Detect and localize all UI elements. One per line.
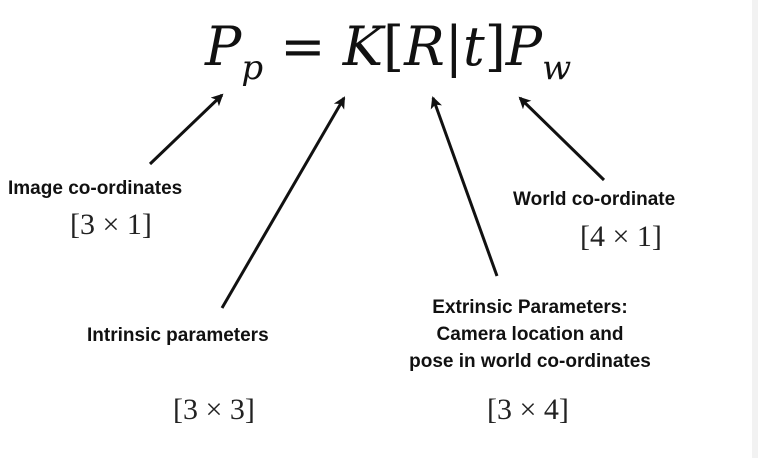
world-coordinate-dim: [4 × 1] xyxy=(580,220,662,253)
eq-rhs-subscript: w xyxy=(542,48,572,88)
extrinsic-line-1: Extrinsic Parameters: xyxy=(432,297,628,318)
extrinsic-parameters-label: Extrinsic Parameters: Camera location an… xyxy=(360,294,700,375)
eq-intrinsic-matrix: K xyxy=(342,15,384,78)
image-coordinates-label: Image co-ordinates xyxy=(8,178,183,199)
world-coordinate-label: World co-ordinate xyxy=(513,189,676,210)
projection-equation: Pp = K[R|t]Pw xyxy=(205,20,572,88)
eq-lhs-subscript: p xyxy=(241,48,264,88)
eq-right-bracket: ] xyxy=(484,15,506,78)
arrow-image-coordinates xyxy=(148,93,224,166)
eq-separator: | xyxy=(444,15,463,78)
arrow-intrinsic-parameters xyxy=(220,96,346,309)
arrow-world-coordinate xyxy=(518,96,606,182)
right-edge-strip xyxy=(752,0,758,458)
extrinsic-parameters-dim: [3 × 4] xyxy=(487,393,569,426)
eq-lhs: P xyxy=(205,15,242,78)
eq-rhs: P xyxy=(505,15,543,78)
extrinsic-line-2: Camera location and xyxy=(436,324,624,345)
image-coordinates-dim: [3 × 1] xyxy=(70,208,152,241)
intrinsic-parameters-dim: [3 × 3] xyxy=(173,393,255,426)
eq-rotation: R xyxy=(404,15,445,78)
eq-translation: t xyxy=(463,15,485,78)
eq-equals: = xyxy=(280,15,326,78)
arrow-extrinsic-parameters xyxy=(430,96,499,277)
extrinsic-line-3: pose in world co-ordinates xyxy=(409,351,651,372)
intrinsic-parameters-label: Intrinsic parameters xyxy=(87,325,269,346)
eq-left-bracket: [ xyxy=(383,15,405,78)
